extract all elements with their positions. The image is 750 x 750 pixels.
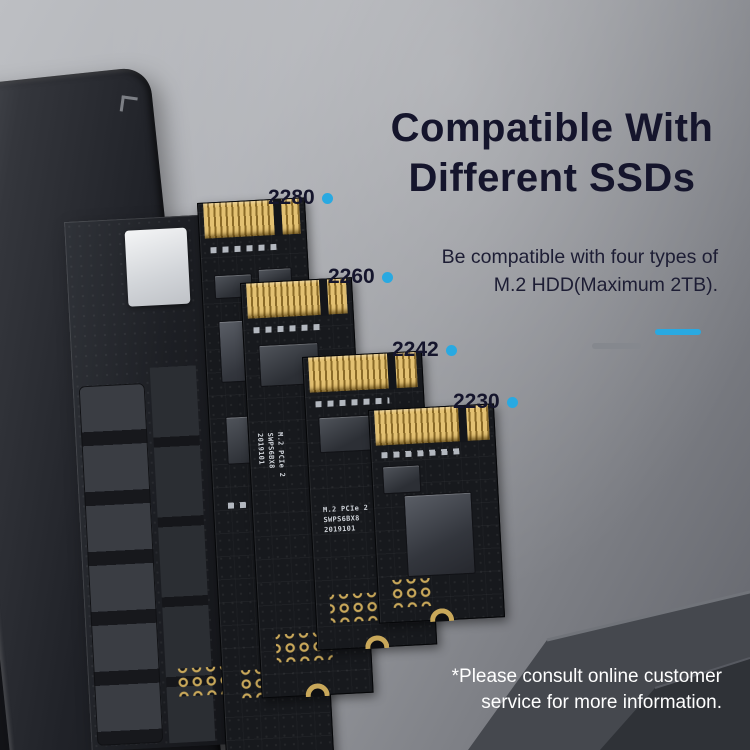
smd-components	[253, 323, 324, 334]
pcb-print-line: M.2 PCIe 2	[275, 431, 287, 478]
blue-dot-icon	[381, 271, 393, 283]
blue-dot-icon	[506, 396, 518, 408]
blue-dot-icon	[321, 192, 333, 204]
size-callout-label: 2230	[453, 390, 500, 413]
screw-notch	[305, 682, 330, 698]
solder-pads	[389, 577, 434, 609]
footnote-line2: service for more information.	[481, 692, 722, 713]
thermal-pad	[124, 227, 191, 307]
size-callout-label: 2260	[328, 265, 375, 288]
size-callout-2260: 2260	[328, 265, 393, 289]
smd-components	[210, 243, 277, 254]
alignment-arrow-icon	[119, 95, 138, 114]
size-callout-2280: 2280	[268, 186, 333, 210]
pcb-print: M.2 PCIe 2 SWPS6BX8 2019101	[323, 503, 370, 535]
subtitle: Be compatible with four types of M.2 HDD…	[288, 243, 718, 299]
ssd-card-2230	[368, 403, 506, 624]
size-callout-label: 2242	[392, 338, 439, 361]
smd-components	[315, 397, 390, 408]
chip	[318, 414, 372, 454]
page-title-line1: Compatible With	[390, 106, 714, 150]
blue-dot-icon	[445, 344, 457, 356]
chip	[403, 491, 476, 578]
tray-rib-pads	[78, 383, 164, 746]
page-title-line2: Different SSDs	[408, 156, 696, 200]
screw-notch	[429, 607, 455, 623]
footnote-line1: *Please consult online customer	[451, 666, 722, 687]
subtitle-line2: M.2 HDD(Maximum 2TB).	[493, 274, 718, 296]
pcb-print: M.2 PCIe 2 SWPS6BX8 2019101	[255, 432, 287, 479]
screw-notch	[364, 634, 390, 650]
pcb-print-line: 2019101	[323, 524, 356, 535]
smd-components	[381, 448, 460, 459]
decor-dash-blue	[655, 329, 701, 335]
size-callout-2242: 2242	[392, 338, 457, 362]
footnote: *Please consult online customer service …	[382, 664, 722, 716]
size-callout-label: 2280	[268, 186, 315, 209]
size-callout-2230: 2230	[453, 390, 518, 414]
subtitle-line1: Be compatible with four types of	[441, 246, 718, 268]
decor-dash-gray	[592, 343, 641, 349]
chip	[381, 464, 422, 495]
page-title: Compatible With Different SSDs	[378, 103, 726, 203]
